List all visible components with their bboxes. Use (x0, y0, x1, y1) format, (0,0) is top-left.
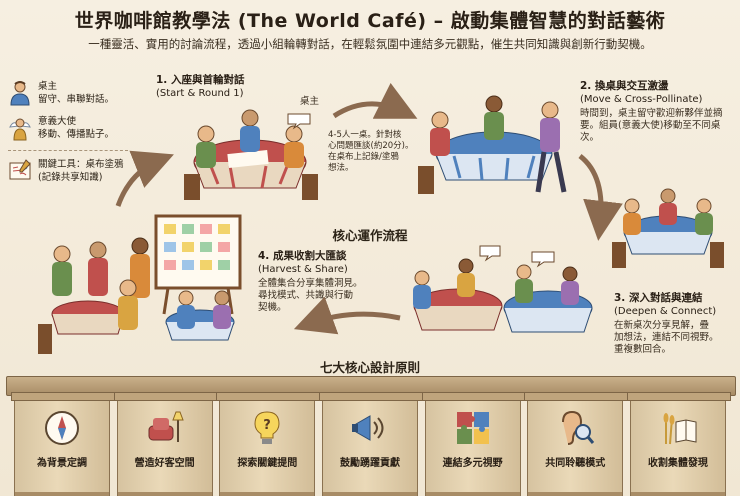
page-title: 世界咖啡館教學法 (The World Café) – 啟動集體智慧的對話藝術 (74, 10, 666, 32)
step1-note-line: 心問題匯談(約20分)。 (328, 141, 414, 151)
step4-en: (Harvest & Share) (258, 263, 348, 275)
legend-ambassador-title: 意義大使 (38, 116, 77, 127)
step1-note-line: 想法。 (328, 163, 354, 173)
winged-ambassador-icon (9, 118, 31, 141)
step3-desc-line: 重複數回合。 (614, 344, 672, 355)
lightbulb-question-icon: ? (254, 411, 280, 444)
legend-tool-line2: (記錄共享知識) (38, 172, 103, 183)
principle-label: 營造好客空間 (134, 458, 195, 469)
principle-label: 探索關鍵提問 (237, 458, 298, 469)
wheat-book-icon (663, 413, 697, 445)
ear-magnifier-icon (562, 410, 595, 445)
megaphone-icon (351, 415, 384, 441)
principle-pillar: 營造好客空間 (113, 392, 218, 496)
step4-label: 4. 成果收割大匯談 (Harvest & Share) 全體集合分享集體洞見。… (258, 250, 378, 314)
step1-en: (Start & Round 1) (156, 87, 244, 99)
step1-label: 1. 入座與首輪對話 (Start & Round 1) (156, 74, 244, 100)
legend-divider (8, 150, 128, 151)
legend-host-title: 桌主 (38, 81, 58, 92)
step3-title: 3. 深入對話與連結 (614, 292, 703, 304)
principles-title: 七大核心設計原則 (319, 360, 420, 375)
legend-ambassador-desc: 移動、傳播點子。 (38, 129, 115, 140)
step2-title: 2. 換桌與交互激盪 (580, 80, 669, 92)
step3-desc: 在新桌次分享見解，疊 加想法，連結不同視野。 重複數回合。 (614, 320, 734, 356)
step1-note-line: 4-5人一桌。針對核 (328, 130, 402, 140)
page-subtitle: 一種靈活、實用的討論流程，透過小組輪轉對話，在輕鬆氛圍中連結多元觀點，催生共同知… (88, 37, 652, 51)
step4-desc: 全體集合分享集體洞見。 尋找模式、共識與行動 契機。 (258, 278, 378, 314)
step2-desc-line: 次。 (580, 132, 600, 143)
principle-pillar: 連結多元視野 (421, 392, 526, 496)
legend-host-desc: 留守、串聯對話。 (38, 94, 115, 105)
sticky-notes (164, 224, 230, 270)
tablecloth-doodle-icon (9, 159, 31, 180)
step4-desc-line: 全體集合分享集體洞見。 (258, 278, 363, 289)
core-flow-label: 核心運作流程 (332, 228, 408, 243)
step2-label: 2. 換桌與交互激盪 (Move & Cross-Pollinate) 時間到，… (580, 80, 738, 144)
legend-ambassador: 意義大使 移動、傳播點子。 (8, 115, 140, 141)
principle-pillar: 收割集體發現 (626, 392, 731, 496)
principle-pillar: 為背景定調 (11, 392, 115, 496)
flow-arrows (115, 82, 623, 335)
principle-pillar: 鼓勵踴躍貢獻 (318, 392, 423, 496)
legend-host: 桌主 留守、串聯對話。 (8, 80, 140, 106)
step1-note: 4-5人一桌。針對核 心問題匯談(約20分)。 在桌布上記錄/塗鴉 想法。 (328, 130, 413, 174)
step1-note-line: 在桌布上記錄/塗鴉 (328, 152, 399, 162)
principle-label: 鼓勵踴躍貢獻 (339, 458, 400, 469)
step3-desc-line: 在新桌次分享見解，疊 (614, 320, 710, 331)
step2-desc-line: 時間到，桌主留守歡迎新夥伴並摘 (580, 108, 723, 119)
step2-en: (Move & Cross-Pollinate) (580, 93, 703, 105)
svg-text:?: ? (264, 418, 272, 433)
step1-title: 1. 入座與首輪對話 (156, 74, 245, 86)
arrow-1-to-2 (332, 82, 418, 119)
principle-pillar: 共同聆聽模式 (524, 392, 629, 496)
arrow-3-to-4 (293, 296, 401, 335)
roles-legend: 桌主 留守、串聯對話。 意義大使 移動、傳播點子。 (8, 80, 140, 193)
scene-round1-table (184, 109, 318, 200)
legend-tool: 關鍵工具：桌布塗鴉 (記錄共享知識) (8, 158, 140, 184)
principle-label: 連結多元視野 (442, 458, 503, 469)
scene-deepen-small-table (612, 188, 724, 268)
arrow-2-to-3 (578, 154, 623, 241)
scene-deepen-tables (413, 245, 593, 333)
step2-desc-line: 要。組員(意義大使)移動至不同桌 (580, 120, 721, 131)
principle-label: 共同聆聽模式 (545, 458, 606, 469)
step4-title: 4. 成果收割大匯談 (258, 250, 347, 262)
step3-desc-line: 加想法，連結不同視野。 (614, 332, 719, 343)
arrow-4-to-1 (115, 150, 174, 207)
step3-en: (Deepen & Connect) (614, 305, 717, 317)
step3-label: 3. 深入對話與連結 (Deepen & Connect) 在新桌次分享見解，疊… (614, 292, 734, 356)
speech-bubble-icon (287, 113, 311, 130)
legend-tool-line1: 關鍵工具：桌布塗鴉 (38, 159, 124, 170)
step4-desc-line: 尋找模式、共識與行動 (258, 290, 354, 301)
scene-move-table (418, 95, 567, 194)
step4-desc-line: 契機。 (258, 302, 287, 313)
principle-label: 收割集體發現 (647, 458, 708, 469)
step1-host-tag: 桌主 (300, 96, 320, 107)
principles-colonnade: 為背景定調 營造好客空間 ? 探索關鍵提問 鼓勵踴躍貢獻 (11, 392, 731, 496)
step2-desc: 時間到，桌主留守歡迎新夥伴並摘 要。組員(意義大使)移動至不同桌 次。 (580, 108, 738, 144)
host-person-icon (10, 81, 30, 106)
principle-label: 為背景定調 (37, 458, 87, 469)
principle-pillar: ? 探索關鍵提問 (216, 392, 321, 496)
armchair-lamp-icon (148, 411, 184, 442)
scene-harvest (38, 214, 242, 354)
compass-icon (45, 411, 79, 445)
puzzle-icon (456, 412, 489, 444)
